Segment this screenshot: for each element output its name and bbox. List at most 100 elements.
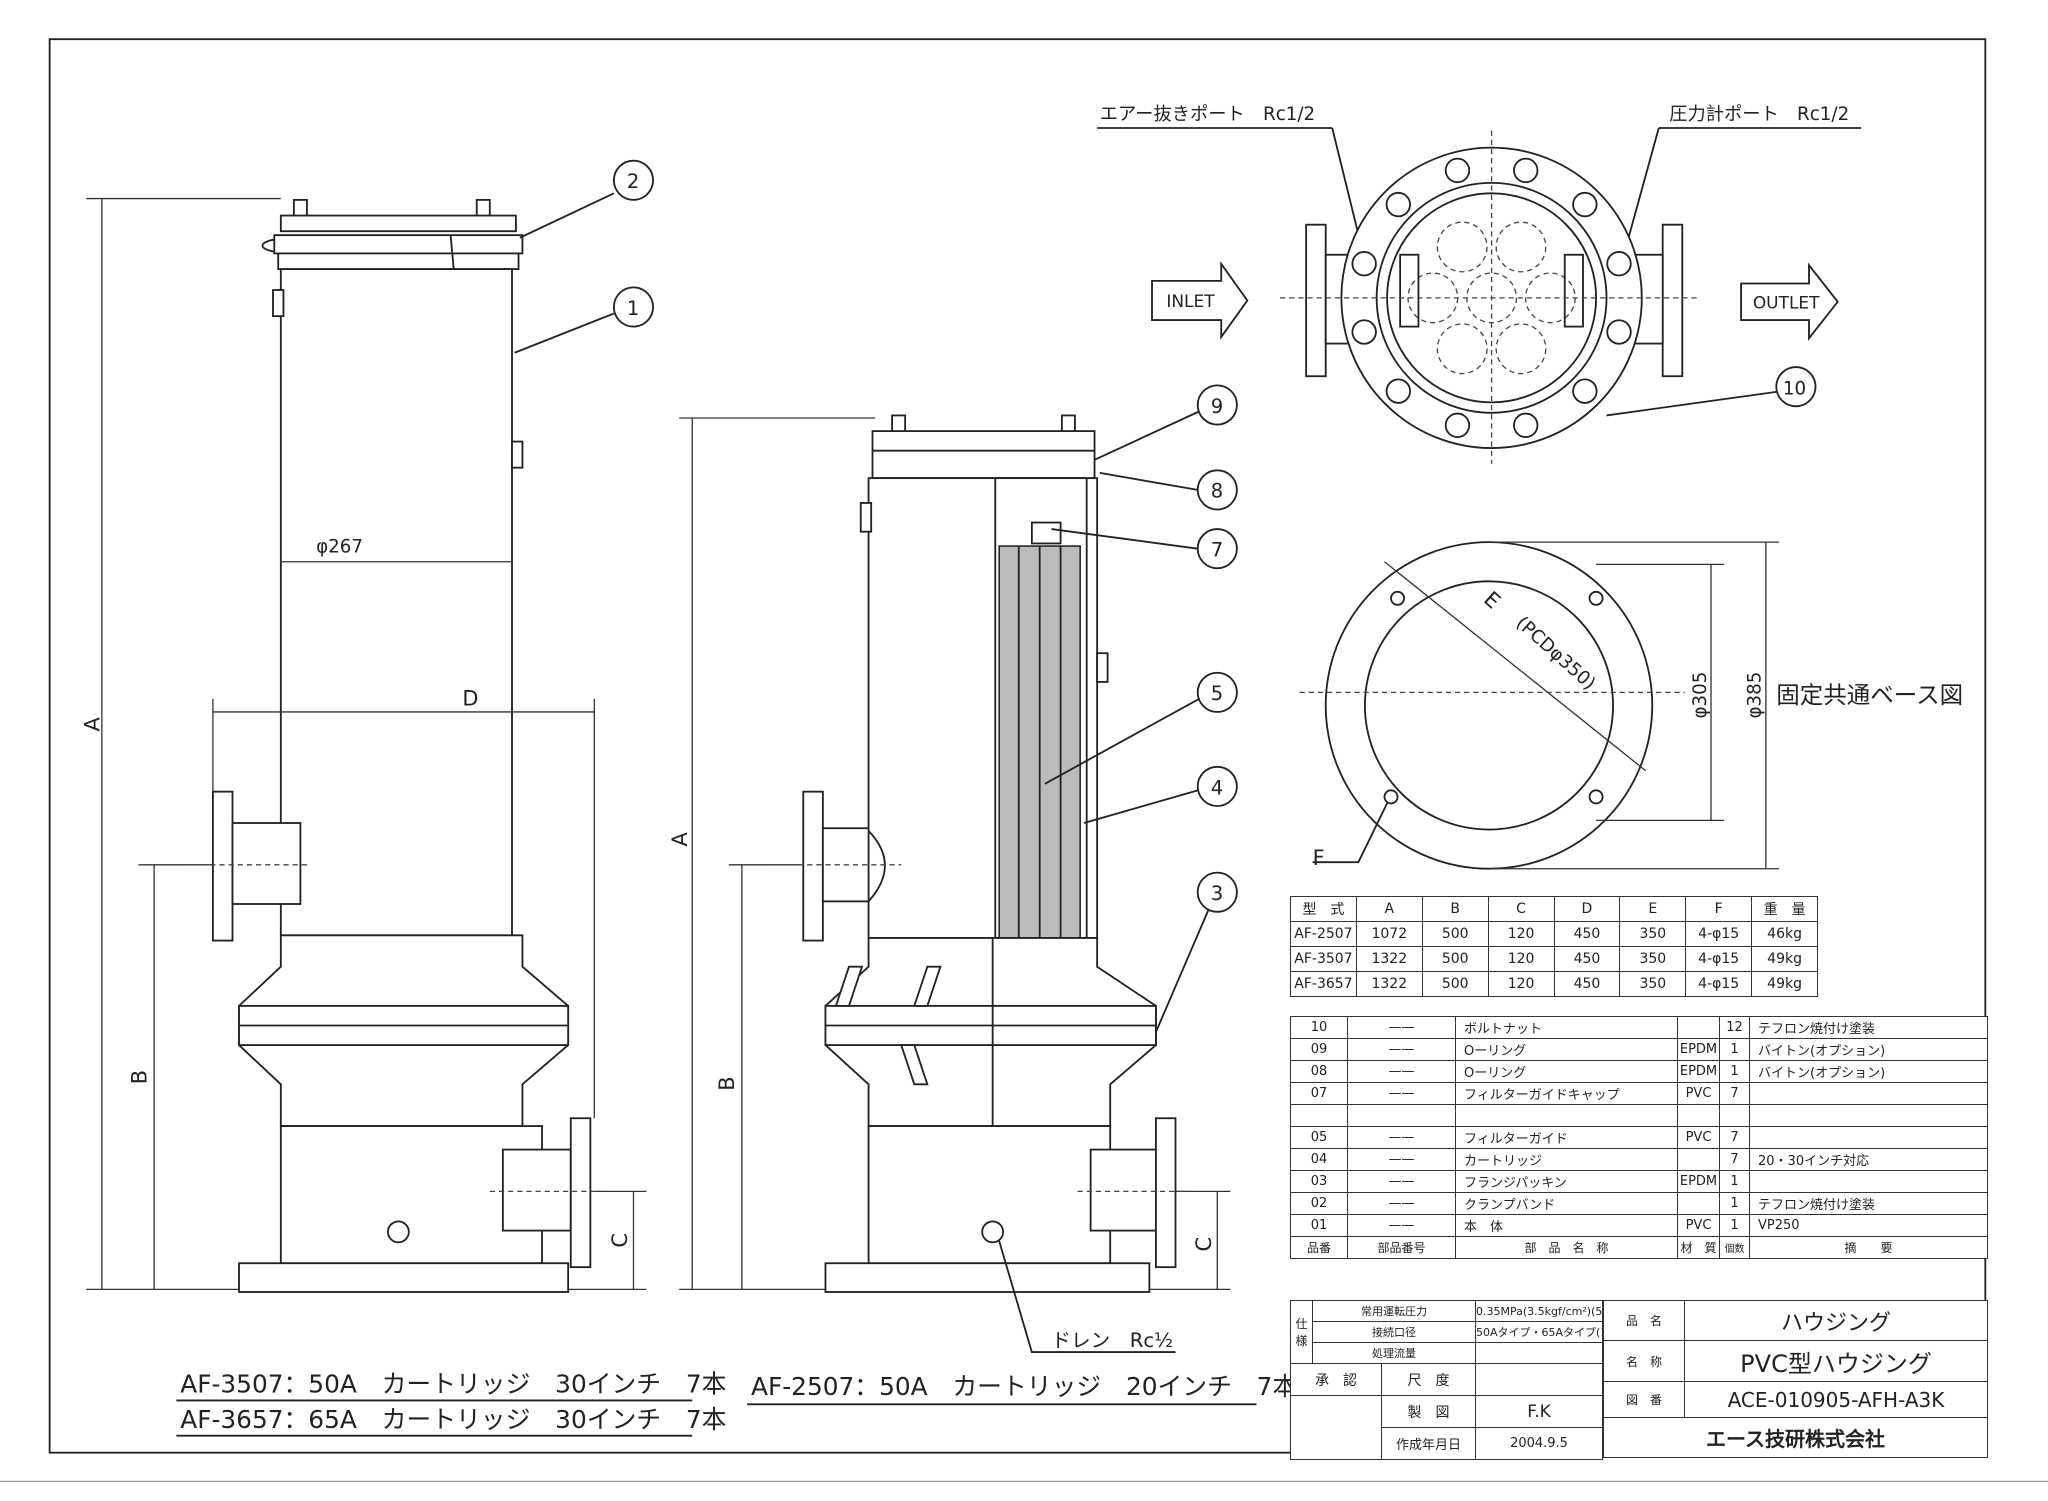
parts-cell: PVC — [1677, 1082, 1720, 1105]
table-cell: 500 — [1421, 921, 1489, 947]
header-cell: B — [1421, 896, 1489, 922]
balloon-4: 4 — [1211, 776, 1223, 799]
approval-label: 承 認 — [1290, 1363, 1382, 1396]
parts-cell — [1719, 1104, 1750, 1127]
middle-caption: AF-2507：50A カートリッジ 20インチ 7本 — [751, 1372, 1297, 1401]
header-cell: C — [1487, 896, 1555, 922]
drafter-label: 製 図 — [1380, 1395, 1477, 1428]
table-cell: 350 — [1619, 971, 1687, 997]
table-cell: AF-3507 — [1290, 946, 1357, 972]
parts-cell: 03 — [1290, 1170, 1348, 1193]
dim-c-label: C — [608, 1233, 632, 1248]
parts-cell: 04 — [1290, 1148, 1348, 1171]
middle-section-view: A B C — [668, 384, 1297, 1406]
table-cell: 120 — [1487, 921, 1555, 947]
parts-cell: カートリッジ — [1455, 1148, 1678, 1171]
bolt-icon — [1385, 378, 1411, 404]
parts-cell — [1677, 1016, 1720, 1039]
parts-cell: —— — [1347, 1170, 1456, 1193]
header-cell: 部品番号 — [1347, 1236, 1456, 1259]
parts-cell: —— — [1347, 1192, 1456, 1215]
inlet-arrow — [1151, 261, 1249, 340]
parts-cell: 本 体 — [1455, 1214, 1678, 1237]
drawing-number-label: 図 番 — [1603, 1381, 1685, 1418]
header-cell: 重 量 — [1751, 896, 1818, 922]
table-header-row: 型 式 A B C D E F 重 量 — [1290, 896, 1818, 922]
table-cell: 4-φ15 — [1685, 946, 1753, 972]
parts-cell: PVC — [1677, 1214, 1720, 1237]
bolt-ring — [1351, 157, 1632, 438]
title-block: 品 名 ハウジング 名 称 PVC型ハウジング 図 番 ACE-010905-A… — [1603, 1300, 1988, 1458]
name-label: 名 称 — [1603, 1340, 1685, 1382]
table-cell: 500 — [1421, 946, 1489, 972]
table-cell: 500 — [1421, 971, 1489, 997]
parts-cell: EPDM — [1677, 1170, 1720, 1193]
balloon-2: 2 — [627, 170, 639, 193]
parts-cell: 7 — [1719, 1082, 1750, 1105]
cartridge-outline — [1436, 323, 1488, 375]
parts-cell: —— — [1347, 1038, 1456, 1061]
scale-value — [1475, 1363, 1603, 1396]
bolt-icon — [1606, 319, 1632, 345]
parts-cell — [1677, 1192, 1720, 1215]
table-cell: AF-2507 — [1290, 921, 1357, 947]
parts-cell: フランジパッキン — [1455, 1170, 1678, 1193]
spec-section-label: 仕様 — [1290, 1300, 1313, 1364]
parts-cell: 1 — [1719, 1192, 1750, 1215]
date-value: 2004.9.5 — [1475, 1427, 1603, 1460]
parts-cell: テフロン焼付け塗装 — [1749, 1016, 1988, 1039]
table-cell: AF-3657 — [1290, 971, 1357, 997]
bolt-icon — [1351, 319, 1377, 345]
header-cell: 型 式 — [1290, 896, 1357, 922]
balloon-9: 9 — [1211, 395, 1223, 418]
header-cell: 個数 — [1719, 1236, 1750, 1259]
diameter-label: φ267 — [316, 537, 363, 558]
parts-cell — [1290, 1104, 1348, 1127]
header-cell: 摘 要 — [1749, 1236, 1988, 1259]
spec-label: 接続口径 — [1311, 1321, 1477, 1343]
spec-value: 50Aタイプ・65Aタイプ(10k) — [1475, 1321, 1603, 1343]
spec-value: 0.35MPa(3.5kgf/cm²)(50℃) — [1475, 1300, 1603, 1322]
spec-label: 常用運転圧力 — [1311, 1300, 1477, 1322]
parts-header-row: 品番 部品番号 部 品 名 称 材 質 個数 摘 要 — [1290, 1236, 1988, 1259]
table-cell: 1322 — [1355, 946, 1423, 972]
table-cell: 450 — [1553, 946, 1621, 972]
table-cell: 49kg — [1751, 946, 1818, 972]
parts-cell: 20・30インチ対応 — [1749, 1148, 1988, 1171]
table-cell: 350 — [1619, 946, 1687, 972]
inner-diameter-label: φ305 — [1690, 672, 1711, 719]
parts-cell — [1677, 1104, 1720, 1127]
parts-cell: 1 — [1719, 1060, 1750, 1083]
header-cell: A — [1355, 896, 1423, 922]
parts-cell — [1749, 1170, 1988, 1193]
left-caption-line-2: AF-3657：65A カートリッジ 30インチ 7本 — [180, 1405, 726, 1434]
gauge-port-label: 圧力計ポート Rc1/2 — [1669, 104, 1849, 125]
parts-cell: ボルトナット — [1455, 1016, 1678, 1039]
spec-value — [1475, 1342, 1603, 1364]
base-view-title: 固定共通ベース図 — [1776, 681, 1963, 709]
parts-cell: 7 — [1719, 1126, 1750, 1149]
parts-cell: Oーリング — [1455, 1038, 1678, 1061]
parts-cell: 12 — [1719, 1016, 1750, 1039]
parts-cell — [1749, 1126, 1988, 1149]
spec-block: 仕様 常用運転圧力 0.35MPa(3.5kgf/cm²)(50℃) 接続口径 … — [1290, 1300, 1603, 1460]
parts-cell: —— — [1347, 1060, 1456, 1083]
parts-cell: テフロン焼付け塗装 — [1749, 1192, 1988, 1215]
f-label: F — [1313, 846, 1325, 870]
table-cell: 120 — [1487, 946, 1555, 972]
parts-cell: クランプバンド — [1455, 1192, 1678, 1215]
header-cell: F — [1685, 896, 1753, 922]
parts-cell: 1 — [1719, 1214, 1750, 1237]
cartridge-outline — [1436, 221, 1488, 273]
bolt-icon — [1572, 191, 1598, 218]
bolt-icon — [1572, 378, 1598, 404]
parts-cell: 7 — [1719, 1148, 1750, 1171]
